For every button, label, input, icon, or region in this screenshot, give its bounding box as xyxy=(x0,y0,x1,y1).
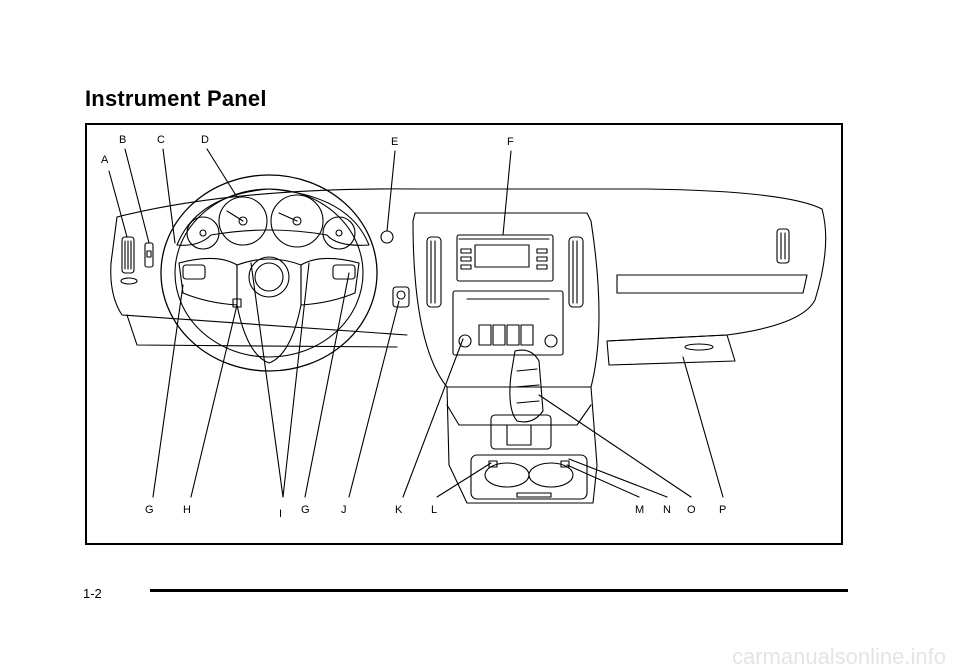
callout-n: N xyxy=(663,504,671,516)
instrument-panel-illustration: A B C D E F G H I G J K L M N O P xyxy=(85,123,843,545)
page-title: Instrument Panel xyxy=(85,86,267,111)
callout-g-right: G xyxy=(301,504,310,516)
callout-a: A xyxy=(101,154,109,166)
page-number: 1-2 xyxy=(83,586,102,601)
callout-k: K xyxy=(395,504,403,516)
callout-d: D xyxy=(201,134,209,146)
callout-f: F xyxy=(507,136,514,148)
callout-h: H xyxy=(183,504,191,516)
footer-rule xyxy=(150,589,848,592)
callout-c: C xyxy=(157,134,165,146)
callout-p: P xyxy=(719,504,726,516)
callout-l: L xyxy=(431,504,437,516)
callout-b: B xyxy=(119,134,126,146)
callout-m: M xyxy=(635,504,644,516)
callout-j: J xyxy=(341,504,347,516)
instrument-panel-drawing: A B C D E F G H I G J K L M N O P xyxy=(101,134,827,520)
callout-o: O xyxy=(687,504,696,516)
watermark: carmanualsonline.info xyxy=(731,644,946,669)
callout-i: I xyxy=(279,508,282,520)
callout-e: E xyxy=(391,136,398,148)
callout-g-left: G xyxy=(145,504,154,516)
